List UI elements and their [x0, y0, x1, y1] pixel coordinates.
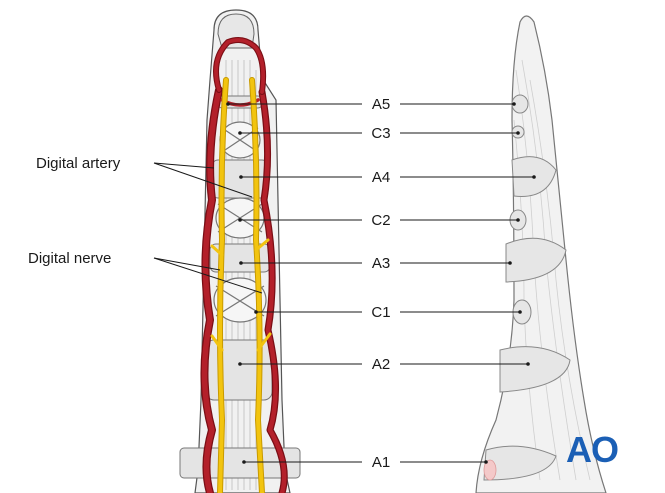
label-a5: A5 [372, 96, 390, 113]
lateral-view-illustration [475, 15, 607, 493]
label-a2: A2 [372, 356, 390, 373]
label-digital-artery: Digital artery [36, 155, 121, 172]
leader-lines [153, 102, 536, 464]
label-digital-nerve: Digital nerve [28, 250, 111, 267]
digital-arteries [200, 37, 288, 493]
label-c1: C1 [371, 304, 390, 321]
cruciate-pulleys [213, 121, 267, 323]
label-c2: C2 [371, 212, 390, 229]
lateral-pulleys [483, 94, 571, 481]
lateral-joint-highlight [483, 459, 497, 481]
label-a1: A1 [372, 454, 390, 471]
palmar-view-illustration [179, 9, 301, 493]
ao-logo: AO [566, 429, 618, 470]
label-c3: C3 [371, 125, 390, 142]
label-a3: A3 [372, 255, 390, 272]
label-a4: A4 [372, 169, 390, 186]
